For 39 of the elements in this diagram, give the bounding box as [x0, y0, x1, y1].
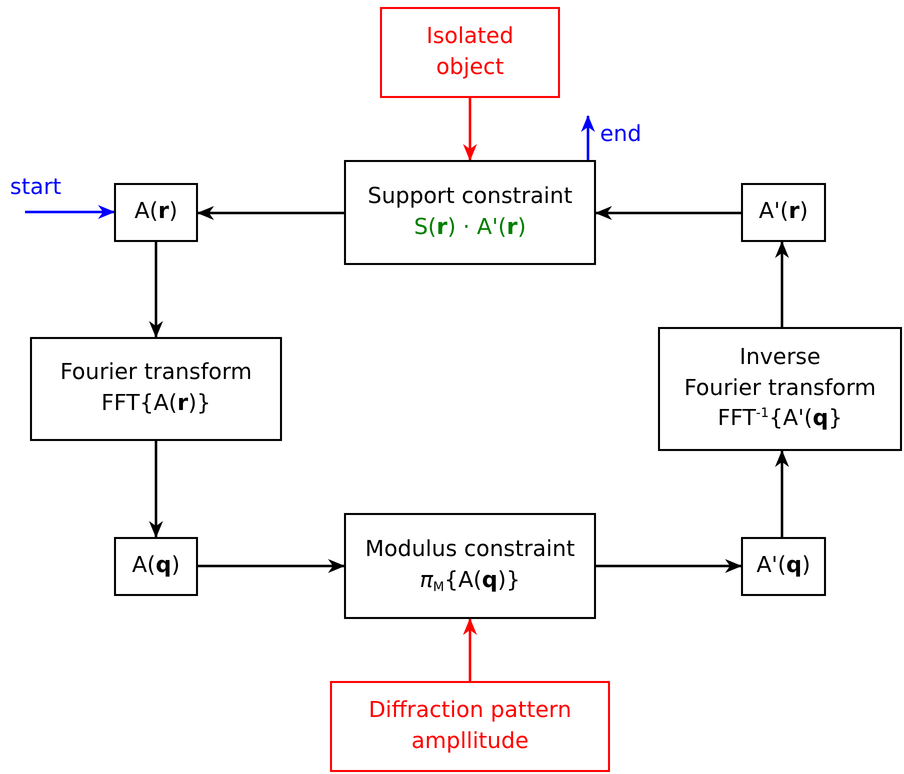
process-box	[741, 183, 826, 242]
arrow	[463, 618, 477, 681]
arrow	[596, 559, 742, 573]
arrow	[149, 441, 163, 538]
box-text: π$_{M}${A(q)}	[420, 567, 520, 597]
arrow	[581, 115, 595, 160]
box-text: Support constraint	[368, 182, 572, 211]
box-text: Modulus constraint	[365, 536, 575, 564]
process-box	[658, 327, 902, 451]
process-box	[114, 537, 198, 596]
box-text: Fourier transform	[684, 374, 876, 403]
arrow	[198, 559, 345, 573]
arrow	[775, 450, 789, 537]
arrow	[25, 205, 115, 219]
process-box	[380, 7, 560, 98]
arrow	[149, 242, 163, 338]
box-text: Inverse	[739, 344, 821, 372]
process-box	[330, 681, 610, 772]
process-box	[114, 183, 198, 242]
edge-label: end	[600, 122, 642, 148]
process-box	[30, 337, 282, 441]
process-box	[344, 513, 596, 619]
box-text: Diffraction pattern ampllitude	[368, 696, 572, 756]
box-text: A(q)	[132, 552, 180, 580]
arrow	[197, 206, 344, 220]
arrow	[775, 241, 789, 327]
arrow	[595, 206, 741, 220]
box-text: FFT{A(r)}	[101, 390, 211, 418]
process-box	[741, 537, 826, 596]
box-text: S(r) · A'(r)	[414, 214, 526, 242]
box-text: A(r)	[134, 198, 178, 226]
box-text: A'(r)	[758, 198, 808, 226]
box-text: Fourier transform	[60, 359, 252, 388]
arrow	[463, 98, 477, 161]
edge-label: start	[10, 175, 62, 202]
box-text: FFT$^{-1}${A'(q}	[718, 405, 842, 434]
box-text: A'(q)	[756, 552, 811, 580]
process-box	[344, 160, 596, 265]
box-text: Isolated object	[425, 22, 515, 82]
